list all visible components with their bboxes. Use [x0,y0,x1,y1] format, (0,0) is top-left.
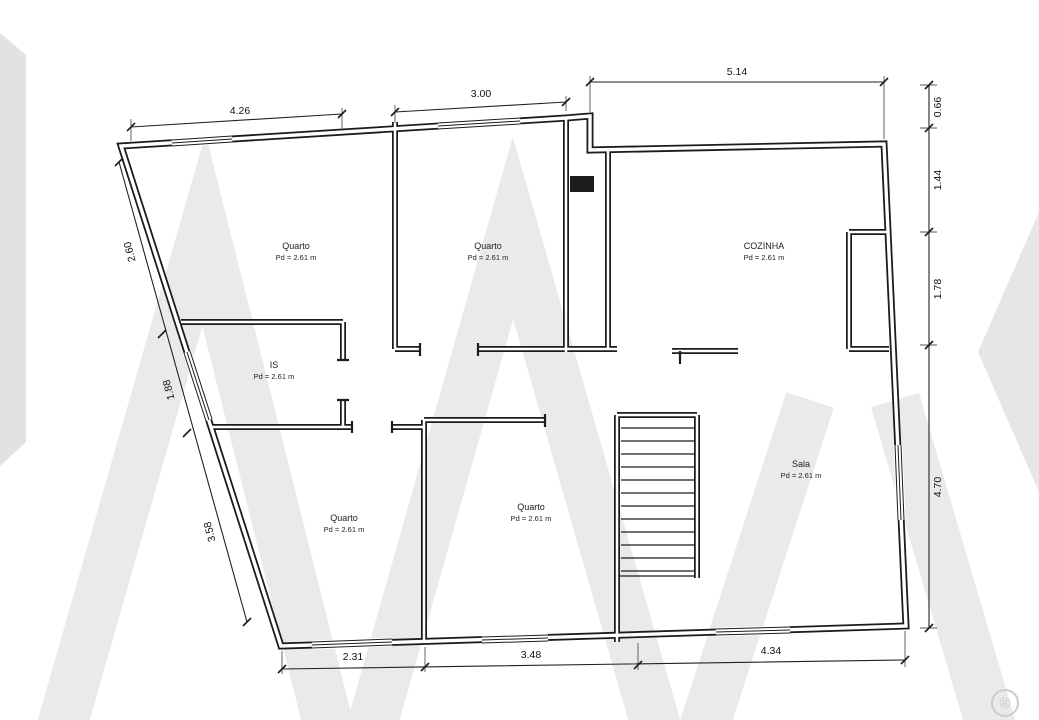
window-icon [715,626,791,636]
dim-top-3: 5.14 [727,66,748,78]
dim-bottom-3: 4.34 [761,645,782,657]
room-name: IS [270,360,279,370]
door-jambs [337,343,682,433]
window-icon [311,638,393,649]
dimension-ticks [114,77,934,674]
room-name: Sala [792,459,810,469]
room-quarto-top-left: Quarto Pd = 2.61 m [276,241,317,262]
watermark-chevron-3 [680,392,1016,720]
room-ceiling-height: Pd = 2.61 m [324,525,365,534]
dim-right-2: 1.44 [932,170,944,191]
room-cozinha: COZINHA Pd = 2.61 m [744,241,785,262]
dim-right-1: 0.66 [932,97,944,118]
dimension-chains [118,81,930,670]
registered-mark-circle [991,689,1019,717]
watermark-left-band [0,33,26,466]
room-quarto-top-middle: Quarto Pd = 2.61 m [468,241,509,262]
room-name: COZINHA [744,241,785,251]
dim-left-3: 3.58 [202,520,219,543]
room-quarto-bottom-middle: Quarto Pd = 2.61 m [511,502,552,523]
room-name: Quarto [282,241,310,251]
room-ceiling-height: Pd = 2.61 m [254,372,295,381]
stair-treads [620,427,694,577]
dim-top-1: 4.26 [230,105,251,117]
room-ceiling-height: Pd = 2.61 m [744,253,785,262]
brand-watermark: ® [0,33,1039,720]
room-ceiling-height: Pd = 2.61 m [468,253,509,262]
room-ceiling-height: Pd = 2.61 m [511,514,552,523]
watermark-chevron-1 [37,133,353,720]
room-name: Quarto [474,241,502,251]
room-name: Quarto [517,502,545,512]
windows [171,116,906,650]
registered-mark: ® [999,695,1010,712]
window-icon [894,444,905,521]
window-icon [481,634,549,644]
duct-column [570,176,594,192]
dim-right-3: 1.78 [932,279,944,300]
dim-bottom-1: 2.31 [343,651,364,663]
room-sala: Sala Pd = 2.61 m [781,459,822,480]
dim-top-2: 3.00 [471,88,492,100]
room-labels: Quarto Pd = 2.61 m Quarto Pd = 2.61 m CO… [254,241,822,534]
watermark-right-wedge [978,212,1039,492]
dimension-lines [114,76,937,674]
room-ceiling-height: Pd = 2.61 m [276,253,317,262]
window-icon [183,350,213,422]
room-ceiling-height: Pd = 2.61 m [781,471,822,480]
walls [121,116,906,646]
dim-left-2: 1.88 [161,378,178,401]
dim-right-4: 4.70 [932,477,944,498]
room-quarto-bottom-left: Quarto Pd = 2.61 m [324,513,365,534]
room-name: Quarto [330,513,358,523]
room-is-bathroom: IS Pd = 2.61 m [254,360,295,381]
dimension-labels: 4.26 3.00 5.14 0.66 1.44 1.78 4.70 2.60 … [122,66,944,663]
watermark-chevron-2 [347,136,681,720]
dim-left-1: 2.60 [122,240,139,263]
staircase [620,427,694,577]
window-icon [171,135,233,147]
window-icon [437,117,521,130]
dim-bottom-2: 3.48 [521,649,542,661]
